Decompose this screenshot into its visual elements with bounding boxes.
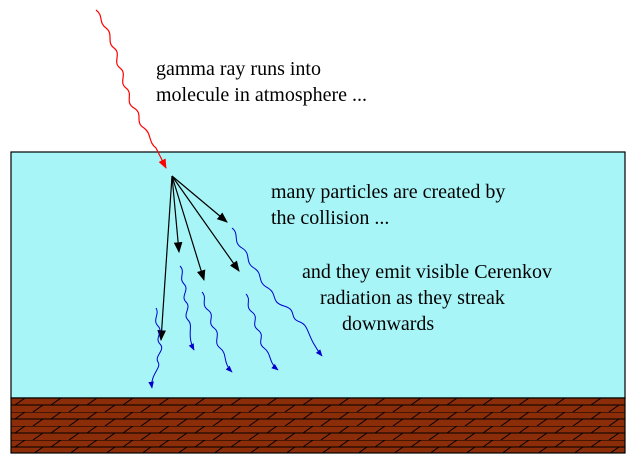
cerenkov-wave — [179, 265, 195, 351]
particles-label-line-1: many particles are created by — [271, 181, 506, 203]
ground-bricks — [10, 397, 626, 454]
cerenkov-label: and they emit visible Cerenkov radiation… — [302, 259, 552, 337]
particle-track — [171, 175, 206, 282]
cerenkov-label-line-3: downwards — [342, 313, 435, 335]
gamma-ray-wave — [95, 9, 167, 169]
particle-track — [157, 175, 173, 342]
atmosphere-region — [10, 151, 626, 399]
particle-track — [171, 175, 183, 254]
particle-tracks — [157, 175, 240, 342]
particles-label-line-2: the collision ... — [271, 207, 390, 229]
gamma-ray-label: gamma ray runs into molecule in atmosphe… — [156, 56, 367, 108]
particle-track — [171, 175, 240, 272]
particles-label: many particles are created by the collis… — [271, 179, 505, 231]
cerenkov-light-waves — [148, 227, 323, 389]
cerenkov-label-line-2: radiation as they streak — [320, 287, 505, 309]
cerenkov-wave — [231, 227, 323, 357]
cerenkov-wave — [148, 307, 163, 389]
particle-track — [171, 175, 228, 223]
cerenkov-wave — [245, 293, 279, 371]
gamma-ray-label-line-2: molecule in atmosphere ... — [156, 84, 368, 106]
cerenkov-wave — [201, 291, 233, 373]
cerenkov-label-line-1: and they emit visible Cerenkov — [302, 261, 552, 283]
gamma-ray-label-line-1: gamma ray runs into — [156, 58, 321, 80]
